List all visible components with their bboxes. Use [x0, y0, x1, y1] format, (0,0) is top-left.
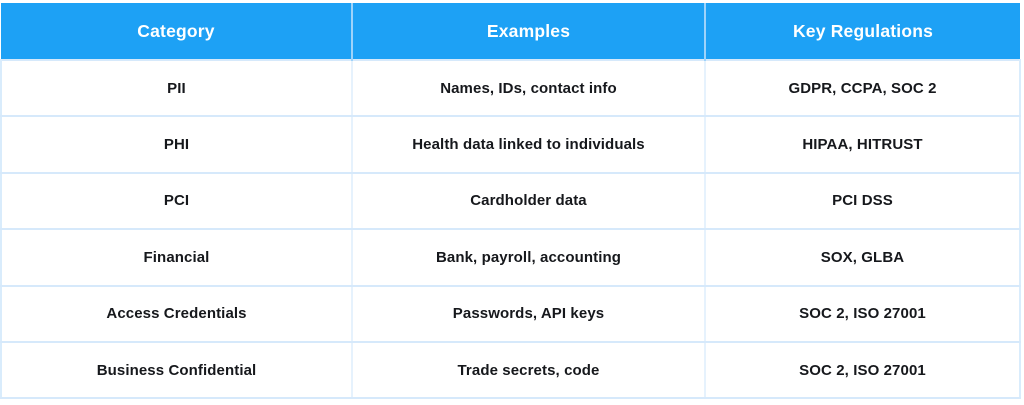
- table-row: Access Credentials Passwords, API keys S…: [0, 284, 1021, 343]
- cell-category: PII: [0, 58, 353, 118]
- header-row: Category Examples Key Regulations: [1, 3, 1020, 60]
- table-row: Business Confidential Trade secrets, cod…: [0, 340, 1021, 400]
- table-header: Category Examples Key Regulations: [1, 3, 1020, 60]
- data-classification-table: Category Examples Key Regulations PII Na…: [0, 3, 1021, 400]
- cell-regulations: SOX, GLBA: [705, 228, 1021, 287]
- cell-examples: Health data linked to individuals: [352, 115, 706, 174]
- cell-regulations: GDPR, CCPA, SOC 2: [705, 58, 1021, 118]
- cell-category: PHI: [0, 115, 353, 174]
- column-header-key-regulations: Key Regulations: [704, 3, 1020, 60]
- cell-category: Financial: [0, 228, 353, 287]
- table-body: PII Names, IDs, contact info GDPR, CCPA,…: [0, 58, 1021, 400]
- cell-regulations: SOC 2, ISO 27001: [705, 284, 1021, 343]
- cell-category: PCI: [0, 171, 353, 231]
- cell-category: Business Confidential: [0, 340, 353, 400]
- cell-regulations: HIPAA, HITRUST: [705, 115, 1021, 174]
- table-row: PII Names, IDs, contact info GDPR, CCPA,…: [0, 58, 1021, 118]
- cell-examples: Names, IDs, contact info: [352, 58, 706, 118]
- column-header-examples: Examples: [351, 3, 705, 60]
- cell-examples: Trade secrets, code: [352, 340, 706, 400]
- table-container: Category Examples Key Regulations PII Na…: [0, 3, 1021, 401]
- cell-regulations: PCI DSS: [705, 171, 1021, 231]
- table-row: PCI Cardholder data PCI DSS: [0, 171, 1021, 231]
- cell-examples: Bank, payroll, accounting: [352, 228, 706, 287]
- column-header-category: Category: [1, 3, 352, 60]
- cell-examples: Passwords, API keys: [352, 284, 706, 343]
- cell-regulations: SOC 2, ISO 27001: [705, 340, 1021, 400]
- cell-category: Access Credentials: [0, 284, 353, 343]
- table-row: PHI Health data linked to individuals HI…: [0, 115, 1021, 174]
- cell-examples: Cardholder data: [352, 171, 706, 231]
- table-row: Financial Bank, payroll, accounting SOX,…: [0, 228, 1021, 287]
